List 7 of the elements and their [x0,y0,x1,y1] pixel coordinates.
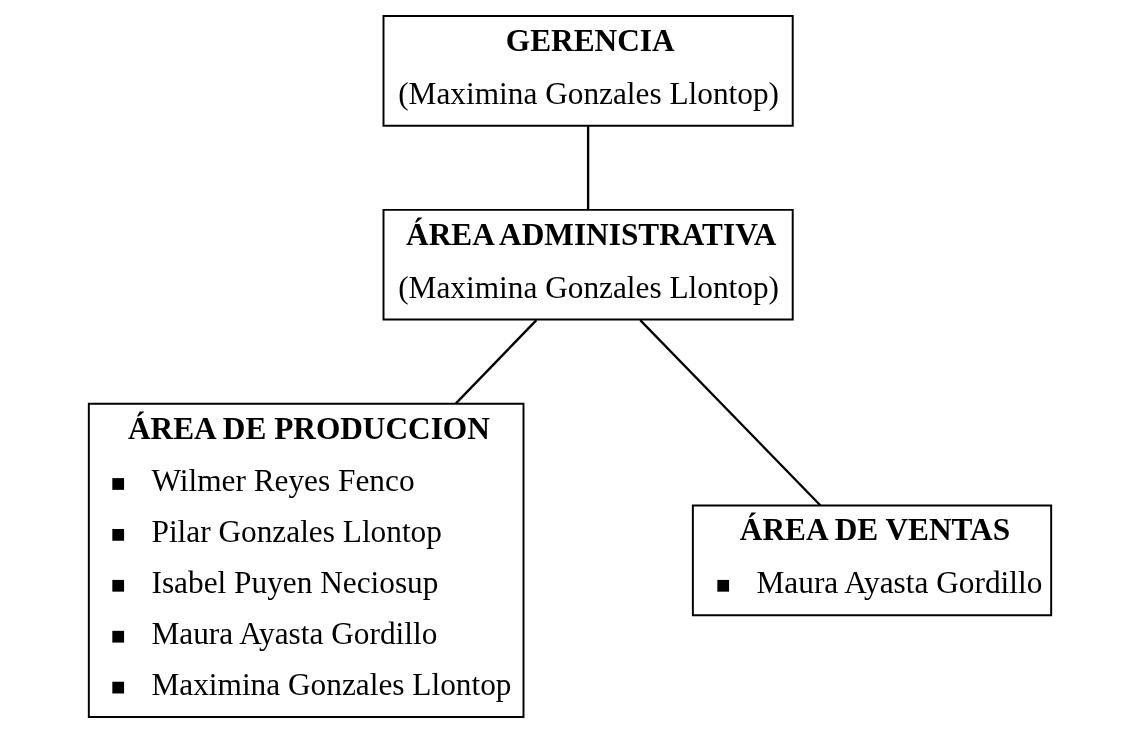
node-box: ÁREA DE VENTAS Maura Ayasta Gordillo [691,504,1052,617]
connector [586,125,589,210]
connector [454,319,537,405]
connector [638,319,821,506]
node-box: GERENCIA (Maximina Gonzales Llontop) [382,15,794,127]
node-box: ÁREA ADMINISTRATIVA (Maximina Gonzales Llontop) [382,208,794,321]
node-box: ÁREA DE PRODUCCION Wilmer Reyes Fenco Pilar Gonzales Llontop Isabel Puyen Neciosup Maura Ayasta Gordillo Maximina Gonzales Llontop [87,402,524,718]
